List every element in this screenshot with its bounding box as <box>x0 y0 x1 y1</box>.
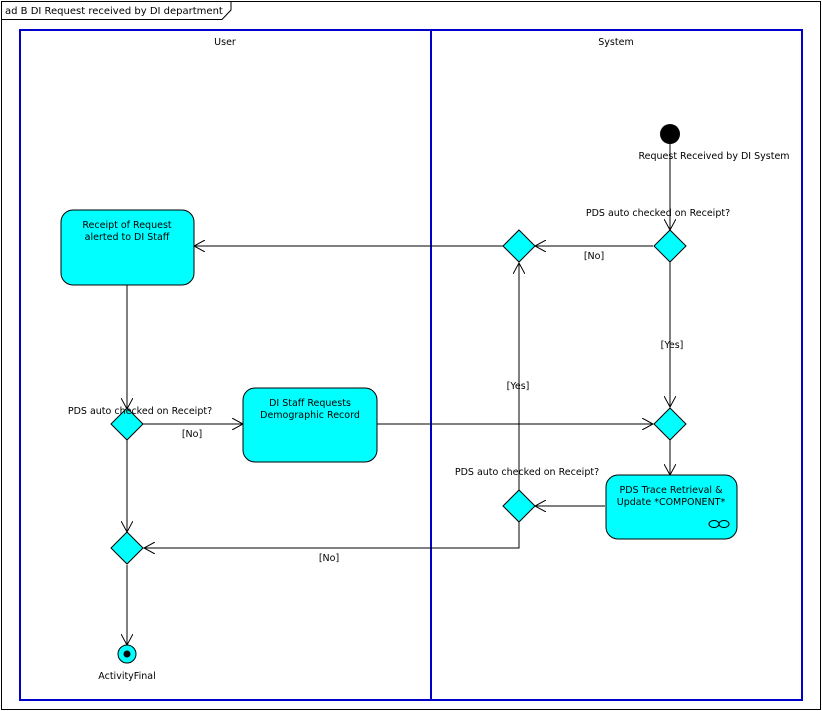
decision-user-mid-label: PDS auto checked on Receipt? <box>68 406 212 417</box>
lane-user <box>19 29 432 701</box>
control-flows <box>127 144 670 645</box>
decision-user-mid <box>110 407 144 441</box>
lane-system <box>430 29 803 701</box>
frame-title-tab <box>1 1 232 20</box>
flow-decision-no-to-merge-user <box>144 522 520 548</box>
guard-yes-mid: [Yes] <box>507 381 530 392</box>
action-receipt-box <box>60 209 195 286</box>
action-receipt-line2: alerted to DI Staff <box>85 232 170 243</box>
lane-system-label: System <box>598 37 633 48</box>
action-receipt: Receipt of Request alerted to DI Staff <box>60 209 195 286</box>
initial-node <box>660 124 680 144</box>
final-node-label: ActivityFinal <box>98 671 155 682</box>
infinity-icon <box>708 520 730 528</box>
lane-user-label: User <box>214 37 236 48</box>
action-pds-trace: PDS Trace Retrieval & Update *COMPONENT* <box>605 474 738 540</box>
action-staff-request-line1: DI Staff Requests <box>269 398 351 409</box>
action-pds-trace-line1: PDS Trace Retrieval & <box>620 485 724 496</box>
merge-system-mid <box>653 407 687 441</box>
action-staff-request-box <box>242 387 378 463</box>
action-pds-trace-box <box>605 474 738 540</box>
action-staff-request: DI Staff Requests Demographic Record <box>242 387 378 463</box>
merge-user-low <box>110 531 144 565</box>
guard-no-top: [No] <box>584 251 604 262</box>
decision-system-top-label: PDS auto checked on Receipt? <box>586 208 730 219</box>
merge-system-top <box>502 229 536 263</box>
action-receipt-line1: Receipt of Request <box>82 220 172 231</box>
guard-no-user: [No] <box>182 429 202 440</box>
decision-system-low <box>502 489 536 523</box>
frame-title: ad B DI Request received by DI departmen… <box>5 6 223 17</box>
final-node-center <box>123 650 131 658</box>
action-pds-trace-line2: Update *COMPONENT* <box>617 497 726 508</box>
guard-no-bottom: [No] <box>319 553 339 564</box>
guard-yes-right: [Yes] <box>661 340 684 351</box>
decision-system-low-label: PDS auto checked on Receipt? <box>455 467 599 478</box>
action-staff-request-line2: Demographic Record <box>260 410 360 421</box>
decision-system-top <box>653 229 687 263</box>
initial-node-label: Request Received by DI System <box>638 151 789 162</box>
